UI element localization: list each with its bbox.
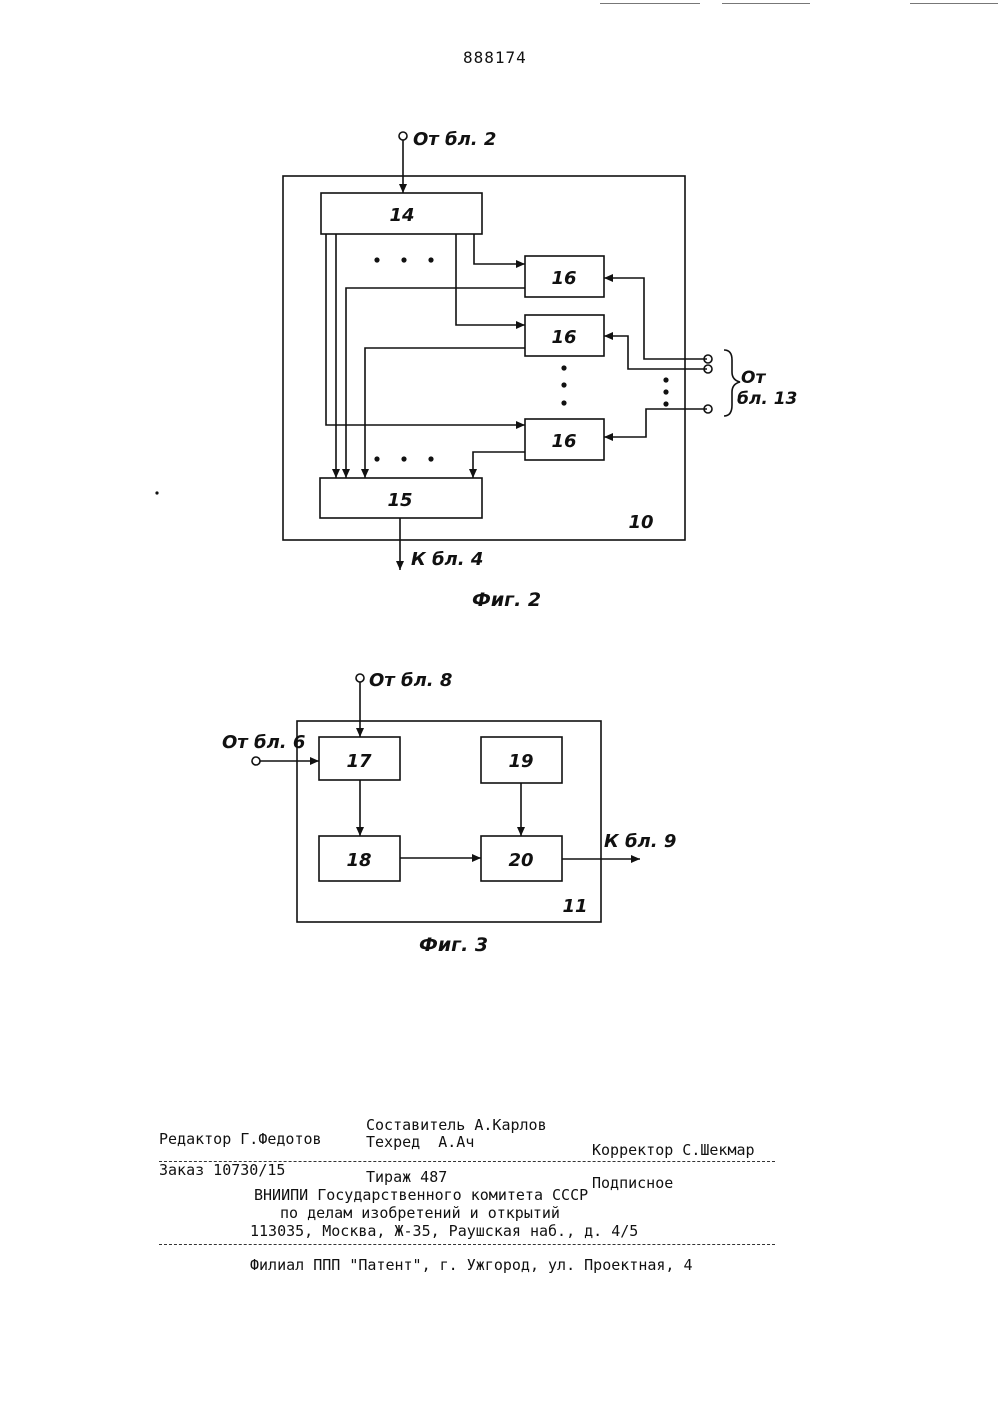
circulation: Тираж 487 [366, 1168, 447, 1186]
fig2-input-right-2: бл. 13 [737, 389, 797, 409]
fig2-output: К бл. 4 [411, 549, 483, 570]
fig2-caption: Фиг. 2 [472, 589, 541, 611]
block-15-label: 15 [387, 490, 412, 511]
block-18-label: 18 [346, 850, 371, 871]
fig3-output: К бл. 9 [604, 831, 676, 852]
fig2-frame [283, 176, 685, 540]
order: Заказ 10730/15 [159, 1161, 285, 1179]
block-20-label: 20 [508, 850, 533, 871]
block-19-label: 19 [508, 751, 533, 772]
fig3-input-left: От бл. 6 [222, 732, 305, 753]
fig2-input-top: От бл. 2 [413, 129, 496, 150]
block-16-b-label: 16 [551, 327, 576, 348]
editor: Редактор Г.Федотов [159, 1130, 322, 1148]
fig3-frame [297, 721, 601, 922]
block-17-label: 17 [346, 751, 372, 772]
org-line-3: 113035, Москва, Ж-35, Раушская наб., д. … [250, 1222, 638, 1240]
fig3-input-top: От бл. 8 [369, 670, 452, 691]
techred: Техред А.Ач [366, 1133, 474, 1151]
compiler: Составитель А.Карлов [366, 1116, 547, 1134]
org-line-2: по делам изобретений и открытий [280, 1204, 560, 1222]
fig2-input-right-1: От [741, 368, 766, 388]
block-14-label: 14 [389, 205, 414, 226]
divider-2 [159, 1244, 775, 1245]
block-16-a-label: 16 [551, 268, 576, 289]
subscription: Подписное [592, 1174, 673, 1192]
ellipsis-dots [155, 257, 668, 494]
org-line-1: ВНИИПИ Государственного комитета СССР [254, 1186, 588, 1204]
fig3-frame-label: 11 [562, 896, 587, 917]
fig3-caption: Фиг. 3 [419, 934, 488, 956]
branch: Филиал ППП "Патент", г. Ужгород, ул. Про… [250, 1256, 693, 1274]
block-16-c-label: 16 [551, 431, 576, 452]
corrector: Корректор С.Шекмар [592, 1141, 755, 1159]
fig2-frame-label: 10 [628, 512, 653, 533]
